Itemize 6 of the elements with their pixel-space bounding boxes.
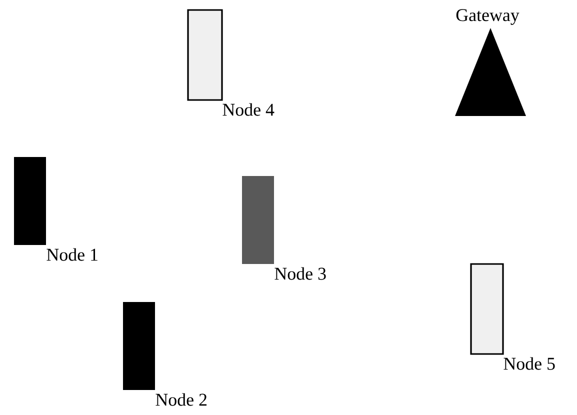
node-label: Node 1 <box>46 248 98 261</box>
node-label: Gateway <box>456 9 520 25</box>
node-label: Node 3 <box>274 267 326 280</box>
node-label: Node 4 <box>222 103 274 116</box>
node-label: Node 2 <box>156 393 207 406</box>
node-label: Node 5 <box>504 357 555 370</box>
